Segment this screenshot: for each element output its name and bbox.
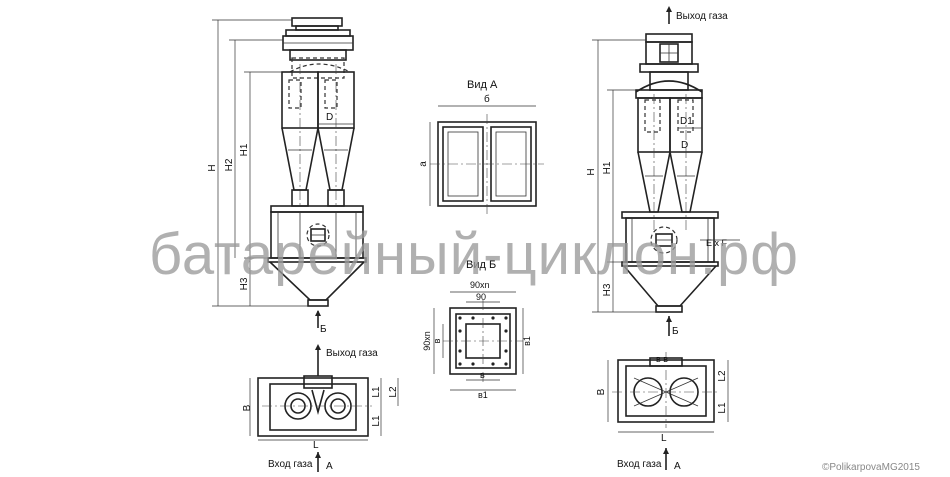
left-elevation-view: [212, 17, 367, 328]
right-elevation-labels: Выход газа H H1 H3 D1 D E x F Б: [586, 11, 728, 337]
dim-H2-left: H2: [224, 158, 235, 171]
left-plan-labels: Выход газа Вход газа А B L L1 L1 L2: [242, 348, 399, 472]
dim-L1-left-top: L1: [371, 386, 382, 398]
gas-outlet-label-right: Выход газа: [676, 11, 728, 22]
dim-L2-left: L2: [388, 386, 399, 398]
dim-L1-right: L1: [717, 402, 728, 414]
view-b: [433, 291, 524, 391]
dim-B-right: B: [596, 388, 607, 395]
dim-H-left: H: [207, 164, 218, 171]
view-a: [429, 105, 544, 214]
arrow-a-left-label: А: [326, 461, 333, 472]
arrow-b-left-label: Б: [320, 324, 327, 335]
dim-view-b-bottom-outer: в1: [478, 390, 488, 400]
dim-H3-left: H3: [239, 277, 250, 290]
gas-inlet-label-right: Вход газа: [617, 459, 662, 470]
dim-view-b-left-outer: 90xn: [422, 331, 432, 351]
dim-view-b-left-inner: в: [432, 338, 442, 343]
right-plan-labels: в в B L L2 L1 Вход газа А: [596, 354, 728, 472]
left-plan-view: [249, 344, 399, 472]
dim-B-left: B: [242, 404, 253, 411]
dim-L-right: L: [661, 433, 667, 444]
dim-H1-right: H1: [602, 161, 613, 174]
dim-flange-right: в в: [656, 354, 668, 364]
dim-view-a-width: б: [484, 93, 490, 105]
right-elevation-view: [592, 6, 740, 336]
dim-D-right: D: [681, 140, 688, 151]
dim-view-b-bottom-inner: в: [480, 370, 485, 380]
watermark-text: батарейный-циклон.рф: [149, 222, 799, 287]
view-b-title: Вид Б: [466, 259, 496, 271]
dim-D-left: D: [326, 112, 333, 123]
dim-view-b-top-inner: 90: [476, 292, 486, 302]
left-elevation-dimension-labels: H H2 H1 H3 D Б: [207, 112, 333, 335]
dim-L2-right: L2: [717, 370, 728, 382]
dim-H3-right: H3: [602, 283, 613, 296]
view-a-title: Вид А: [467, 79, 498, 91]
gas-inlet-label-left: Вход газа: [268, 459, 313, 470]
dim-view-b-right: в1: [522, 336, 532, 346]
right-plan-view: [607, 352, 729, 470]
dim-view-b-top-outer: 90xn: [470, 280, 490, 290]
copyright-text: ©PolikarpovaMG2015: [822, 462, 920, 473]
dim-ExF-right: E x F: [706, 238, 728, 248]
dim-H1-left: H1: [239, 143, 250, 156]
dim-H-right: H: [586, 168, 597, 175]
view-b-labels: Вид Б 90xn 90 90xn в в1 в в1: [422, 259, 532, 400]
arrow-a-right-label: А: [674, 461, 681, 472]
dim-D1-right: D1: [680, 116, 693, 127]
view-a-labels: Вид А б а: [418, 79, 498, 167]
dim-view-a-height: а: [418, 161, 429, 167]
gas-outlet-label-left: Выход газа: [326, 348, 378, 359]
dim-L1-left-bottom: L1: [371, 415, 382, 427]
arrow-b-right-label: Б: [672, 326, 679, 337]
dim-L-left: L: [313, 440, 319, 451]
